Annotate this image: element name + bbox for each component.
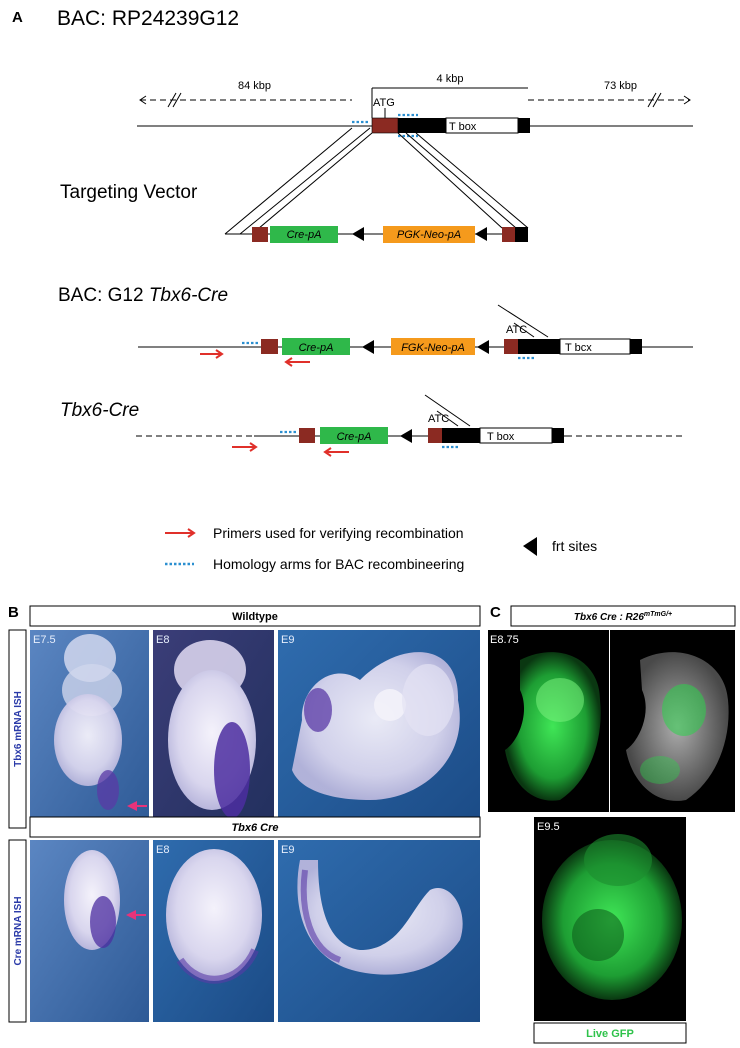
bac-tbx6-cre-construct — [138, 304, 693, 367]
tbx6-cre-allele — [136, 394, 682, 457]
bac-title: BAC: RP24239G12 — [57, 7, 239, 30]
allele-tbox-label: T box — [487, 431, 515, 443]
stage-c1: E8.75 — [490, 634, 519, 646]
stage-b1: E7.5 — [33, 634, 56, 646]
stage-b5: E8 — [156, 844, 169, 856]
recombination-lines — [224, 127, 529, 235]
fgk-neo-label: FGK-Neo-pA — [401, 342, 465, 354]
header-tbx6-cre-r26: Tbx6 Cre : R26mTmG/+ — [574, 611, 672, 623]
allele-cre-pa-label: Cre-pA — [337, 431, 372, 443]
dist-right-label: 73 kbp — [604, 80, 637, 92]
bac-locus — [137, 108, 693, 138]
gfp-image-e8-75-green — [488, 630, 609, 812]
legend — [165, 528, 537, 566]
row-label-tbx6: Tbx6 mRNA ISH — [13, 691, 24, 767]
row-label-cre: Cre mRNA ISH — [13, 896, 24, 965]
header-tbx6-cre: Tbx6 Cre — [231, 822, 278, 834]
ish-image-e9-cre — [278, 840, 480, 1022]
allele-title: Tbx6-Cre — [60, 400, 139, 421]
stage-b3: E9 — [281, 634, 294, 646]
ish-image-e8-cre — [153, 840, 274, 1022]
panel-a-letter: A — [12, 9, 23, 26]
stage-b6: E9 — [281, 844, 294, 856]
bac2-title: BAC: G12 Tbx6-Cre — [58, 285, 228, 306]
stage-b2: E8 — [156, 634, 169, 646]
neo-label: PGK-Neo-pA — [397, 229, 461, 241]
bac2-tbcx-label: T bcx — [565, 342, 592, 354]
bac2-atc-label: ATC — [506, 324, 527, 336]
ish-image-e9-wt — [278, 630, 480, 828]
allele-atc-label: ATC — [428, 413, 449, 425]
dist-left-label: 84 kbp — [238, 80, 271, 92]
panel-c-letter: C — [490, 604, 501, 621]
tbox-label: T box — [449, 121, 477, 133]
atg-label: ATG — [373, 97, 395, 109]
legend-homology: Homology arms for BAC recombineering — [213, 556, 464, 572]
ish-image-e7-5-cre — [30, 840, 149, 1022]
targeting-vector — [225, 226, 528, 243]
ish-image-e7-5-wt — [30, 630, 149, 828]
bac2-cre-pa-label: Cre-pA — [299, 342, 334, 354]
panel-b-letter: B — [8, 604, 19, 621]
gfp-image-e9-5 — [534, 817, 686, 1021]
cre-pa-label: Cre-pA — [287, 229, 322, 241]
stage-c2: E9.5 — [537, 821, 560, 833]
header-wildtype: Wildtype — [232, 611, 278, 623]
live-gfp-label: Live GFP — [586, 1028, 634, 1040]
targeting-vector-title: Targeting Vector — [60, 182, 198, 203]
dist-mid-label: 4 kbp — [437, 73, 464, 85]
ish-image-e8-wt — [153, 630, 274, 828]
legend-primers: Primers used for verifying recombination — [213, 525, 464, 541]
legend-frt: frt sites — [552, 538, 597, 554]
distance-scale — [139, 87, 691, 118]
gfp-image-e8-75-merge — [610, 630, 735, 812]
